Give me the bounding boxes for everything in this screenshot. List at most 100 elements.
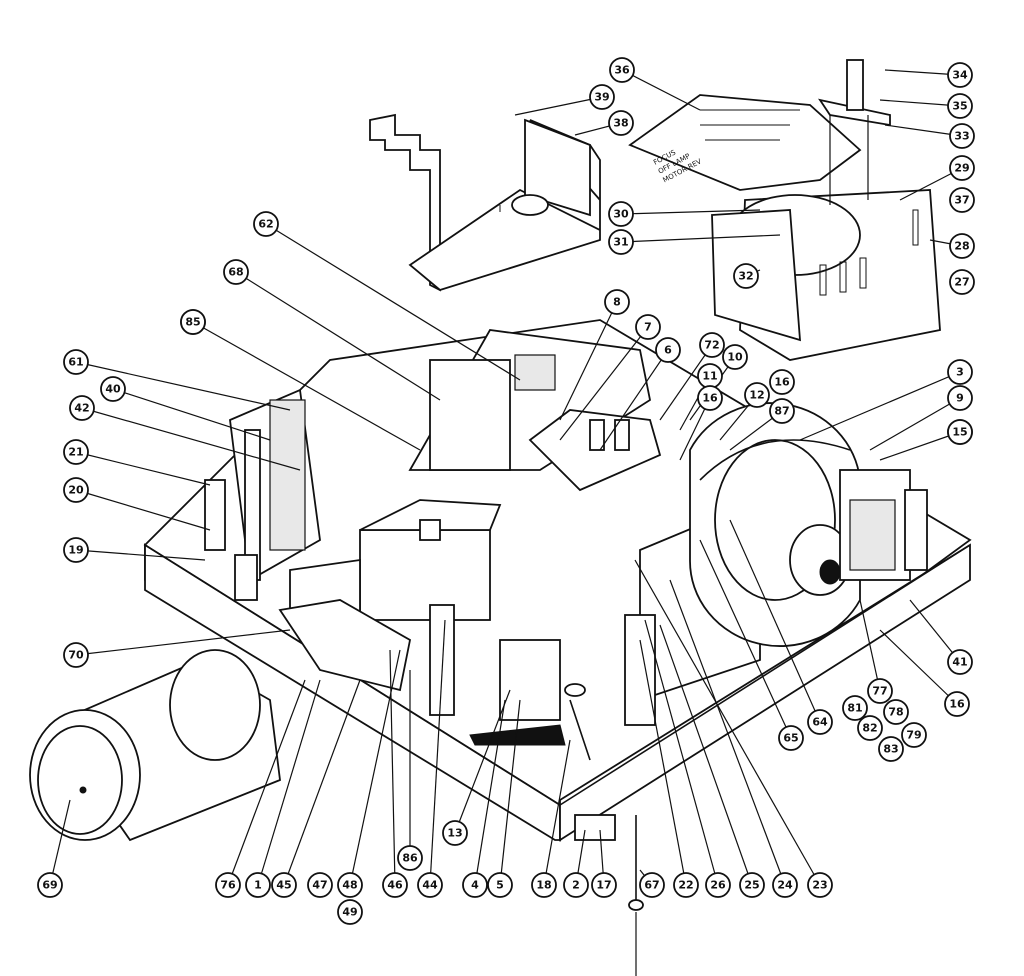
callout-72: 72 (699, 332, 725, 358)
callout-label: 15 (952, 426, 967, 439)
callout-label: 16 (774, 376, 790, 389)
callout-circle (462, 872, 488, 898)
callout-4: 4 (462, 872, 488, 898)
callout-70: 70 (63, 642, 89, 668)
callout-circle (253, 211, 279, 237)
leader-line (514, 96, 603, 116)
callout-78: 78 (883, 699, 909, 725)
leader-line (75, 549, 206, 561)
callout-circle (807, 709, 833, 735)
callout-label: 30 (613, 208, 629, 221)
callout-86: 86 (397, 845, 423, 871)
callout-label: 78 (888, 706, 903, 719)
leader-line (257, 679, 321, 886)
callout-label: 12 (749, 389, 764, 402)
callout-1: 1 (245, 872, 271, 898)
callout-label: 17 (596, 879, 611, 892)
callout-circle (307, 872, 333, 898)
callout-circle (655, 337, 681, 363)
callout-22: 22 (673, 872, 699, 898)
callout-circle (271, 872, 297, 898)
callout-circle (604, 289, 630, 315)
callout-label: 16 (949, 698, 965, 711)
callout-circle (699, 332, 725, 358)
callout-label: 42 (74, 402, 89, 415)
callout-87: 87 (769, 398, 795, 424)
leader-line (474, 699, 506, 886)
callout-64: 64 (807, 709, 833, 735)
callout-label: 25 (744, 879, 759, 892)
leader-line (621, 69, 701, 111)
leader-line (699, 539, 792, 739)
callout-39: 39 (589, 84, 615, 110)
callout-81: 81 (842, 695, 868, 721)
leader-line (235, 271, 441, 401)
leader-line (659, 344, 713, 421)
callout-label: 22 (678, 879, 693, 892)
callout-circle (878, 736, 904, 762)
callout-9: 9 (947, 385, 973, 411)
callout-label: 82 (862, 722, 877, 735)
callout-circle (947, 385, 973, 411)
leader-line (75, 489, 211, 531)
callout-20: 20 (63, 477, 89, 503)
leader-line (639, 639, 687, 886)
callout-85: 85 (180, 309, 206, 335)
leader-line (559, 326, 649, 441)
callout-circle (608, 110, 634, 136)
callout-circle (705, 872, 731, 898)
callout-circle (949, 233, 975, 259)
callout-label: 34 (952, 69, 968, 82)
leader-line (49, 799, 71, 886)
callout-circle (223, 259, 249, 285)
callout-69: 69 (37, 872, 63, 898)
callout-circle (337, 899, 363, 925)
callout-label: 5 (496, 879, 504, 892)
callout-83: 83 (878, 736, 904, 762)
callout-label: 76 (220, 879, 236, 892)
callout-16: 16 (697, 385, 723, 411)
callout-circle (947, 649, 973, 675)
callout-label: 27 (954, 276, 969, 289)
callout-circle (697, 385, 723, 411)
callout-32: 32 (733, 263, 759, 289)
callout-circle (100, 376, 126, 402)
callout-circle (947, 419, 973, 445)
callout-48: 48 (337, 872, 363, 898)
callout-label: 65 (783, 732, 798, 745)
callout-circle (63, 642, 89, 668)
callout-circle (382, 872, 408, 898)
callout-17: 17 (591, 872, 617, 898)
callout-circle (673, 872, 699, 898)
callout-65: 65 (778, 725, 804, 751)
callout-label: 64 (812, 716, 828, 729)
callout-13: 13 (442, 820, 468, 846)
callout-27: 27 (949, 269, 975, 295)
callout-24: 24 (772, 872, 798, 898)
callout-label: 35 (952, 100, 967, 113)
callout-46: 46 (382, 872, 408, 898)
callout-label: 6 (664, 344, 672, 357)
callout-label: 3 (956, 366, 964, 379)
callout-circle (531, 872, 557, 898)
callout-circle (63, 349, 89, 375)
callout-6: 6 (655, 337, 681, 363)
callouts: 3639383435332937303132282762688485876721… (37, 57, 975, 925)
callout-label: 18 (536, 879, 551, 892)
callout-label: 11 (702, 370, 717, 383)
leader-line (75, 361, 291, 411)
callout-label: 32 (738, 270, 753, 283)
bracket-part (369, 113, 601, 292)
callout-label: 29 (954, 162, 969, 175)
callout-label: 9 (956, 392, 964, 405)
callout-18: 18 (531, 872, 557, 898)
leader-line (112, 388, 271, 441)
callout-label: 33 (954, 130, 969, 143)
callout-label: 46 (387, 879, 403, 892)
callout-label: 70 (68, 649, 84, 662)
callout-label: 45 (276, 879, 291, 892)
callout-circle (883, 699, 909, 725)
callout-circle (63, 477, 89, 503)
callout-circle (591, 872, 617, 898)
callout-29: 29 (949, 155, 975, 181)
